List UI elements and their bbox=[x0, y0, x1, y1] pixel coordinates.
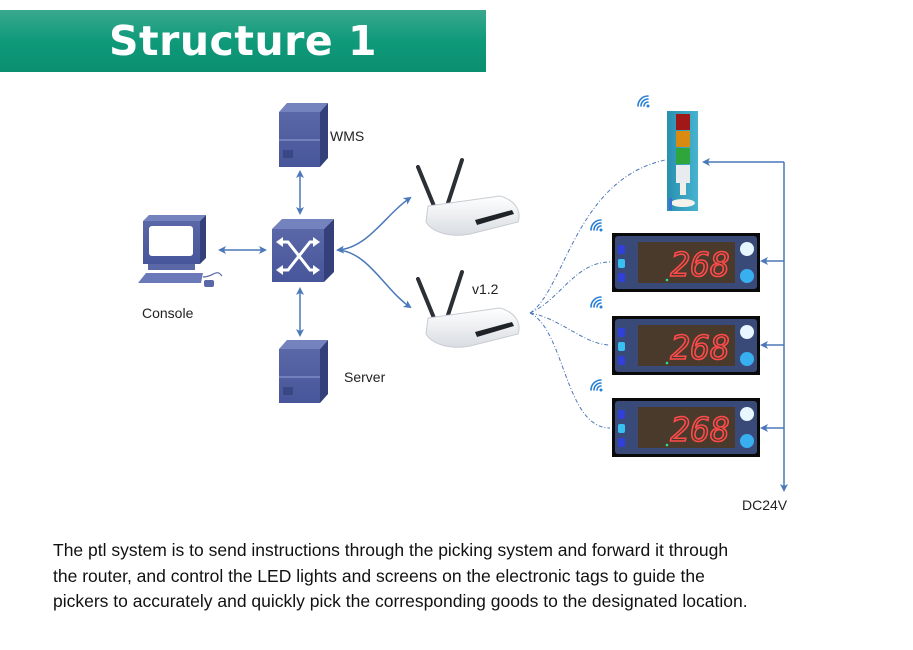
tower-light-icon bbox=[667, 111, 698, 211]
page-title: Structure 1 bbox=[109, 17, 377, 65]
wireless-link-tag-1 bbox=[529, 261, 611, 314]
tag-display: 268 bbox=[670, 410, 730, 449]
description: The ptl system is to send instructions t… bbox=[53, 538, 908, 615]
wireless-link-tag-2 bbox=[529, 312, 611, 346]
switch-icon bbox=[272, 219, 334, 282]
wireless-links bbox=[529, 159, 666, 429]
wms-server-icon bbox=[279, 103, 328, 167]
console-label: Console bbox=[142, 305, 194, 321]
wireless-link-tag-3 bbox=[529, 312, 611, 429]
router-version-label: v1.2 bbox=[472, 281, 499, 297]
wired-links bbox=[218, 170, 412, 337]
link-switch-router-1 bbox=[336, 196, 412, 254]
wifi-icon bbox=[590, 296, 603, 309]
console-computer-icon bbox=[138, 215, 223, 287]
power-line bbox=[702, 158, 788, 492]
wms-label: WMS bbox=[330, 128, 364, 144]
electronic-tag-3: 268 bbox=[612, 398, 760, 457]
power-label: DC24V bbox=[742, 497, 788, 513]
description-line: the router, and control the LED lights a… bbox=[53, 565, 705, 586]
title-banner: Structure 1 bbox=[0, 10, 486, 72]
server-label: Server bbox=[344, 369, 386, 385]
link-switch-router-2 bbox=[337, 249, 412, 309]
wireless-link-tower bbox=[529, 159, 666, 314]
electronic-tag-1: 268 bbox=[612, 233, 760, 292]
description-line: The ptl system is to send instructions t… bbox=[53, 540, 729, 560]
wifi-icon bbox=[590, 219, 603, 232]
wifi-icon bbox=[637, 95, 650, 108]
description-line: pickers to accurately and quickly pick t… bbox=[53, 591, 748, 611]
electronic-tag-2: 268 bbox=[612, 316, 760, 375]
wifi-icon bbox=[590, 379, 603, 392]
server-icon bbox=[279, 340, 328, 403]
router-icon bbox=[416, 158, 520, 236]
router-icon bbox=[416, 270, 520, 348]
tag-display: 268 bbox=[670, 328, 730, 367]
tag-display: 268 bbox=[670, 245, 730, 284]
